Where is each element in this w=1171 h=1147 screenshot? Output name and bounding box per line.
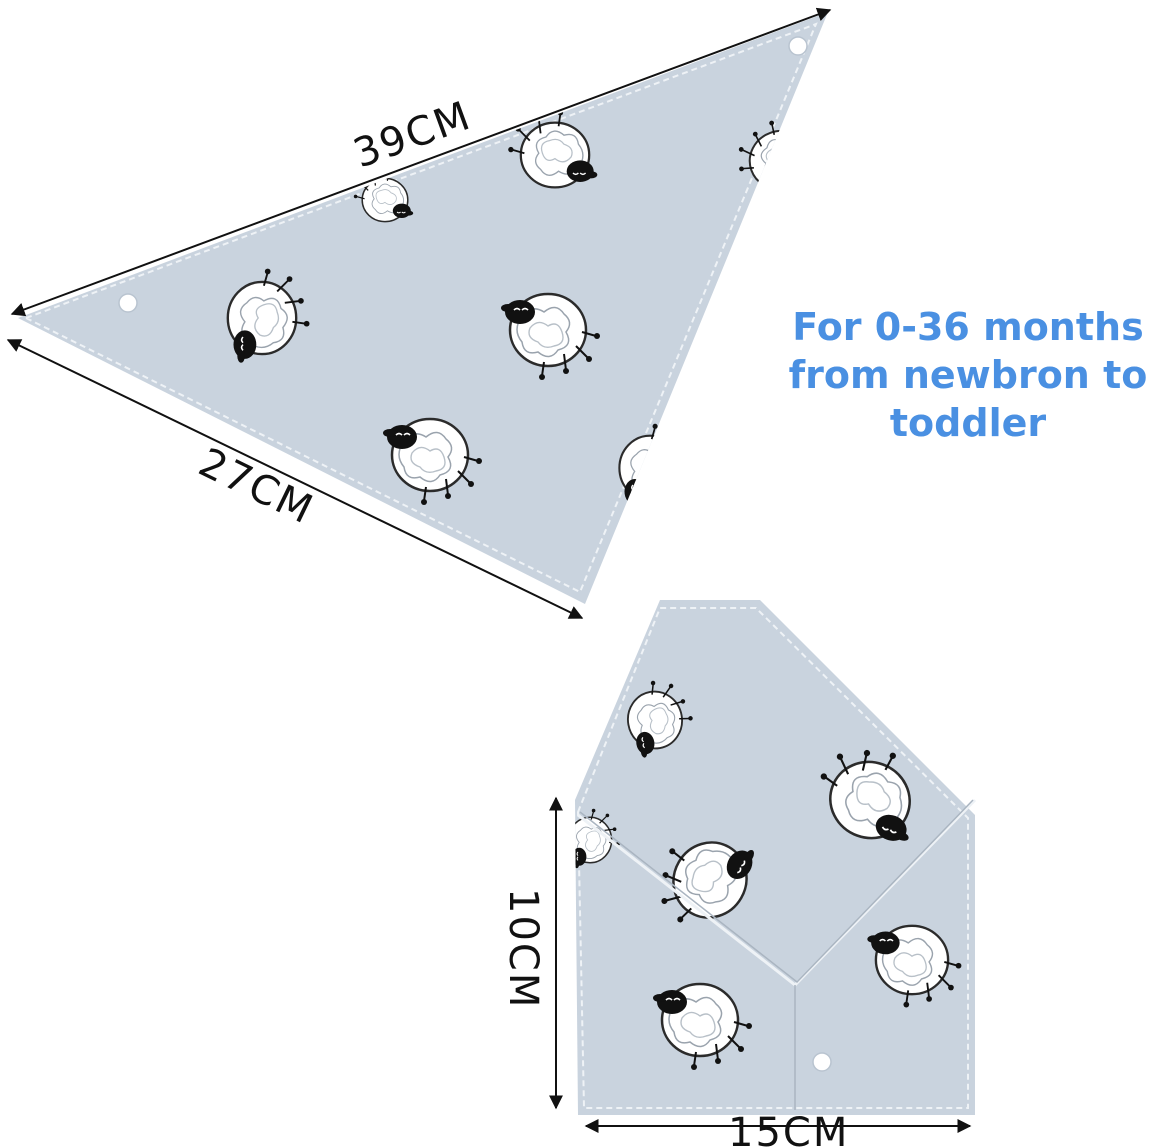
top-edge-arrow xyxy=(10,7,832,317)
caption-line-1: For 0-36 months xyxy=(792,305,1143,349)
folded-bandana xyxy=(575,600,977,1115)
snap-button-icon xyxy=(788,36,808,56)
caption-line-3: toddler xyxy=(890,401,1046,445)
age-caption: For 0-36 months from newbron to toddler xyxy=(789,305,1148,445)
unfolded-bandana xyxy=(18,12,828,604)
snap-button-icon xyxy=(118,293,138,313)
left-edge-arrow xyxy=(6,339,584,619)
caption-line-2: from newbron to xyxy=(789,353,1148,397)
folded-width-label: 15CM xyxy=(728,1110,849,1147)
snap-button-icon xyxy=(812,1052,832,1072)
folded-height-label: 10CM xyxy=(500,888,546,1009)
